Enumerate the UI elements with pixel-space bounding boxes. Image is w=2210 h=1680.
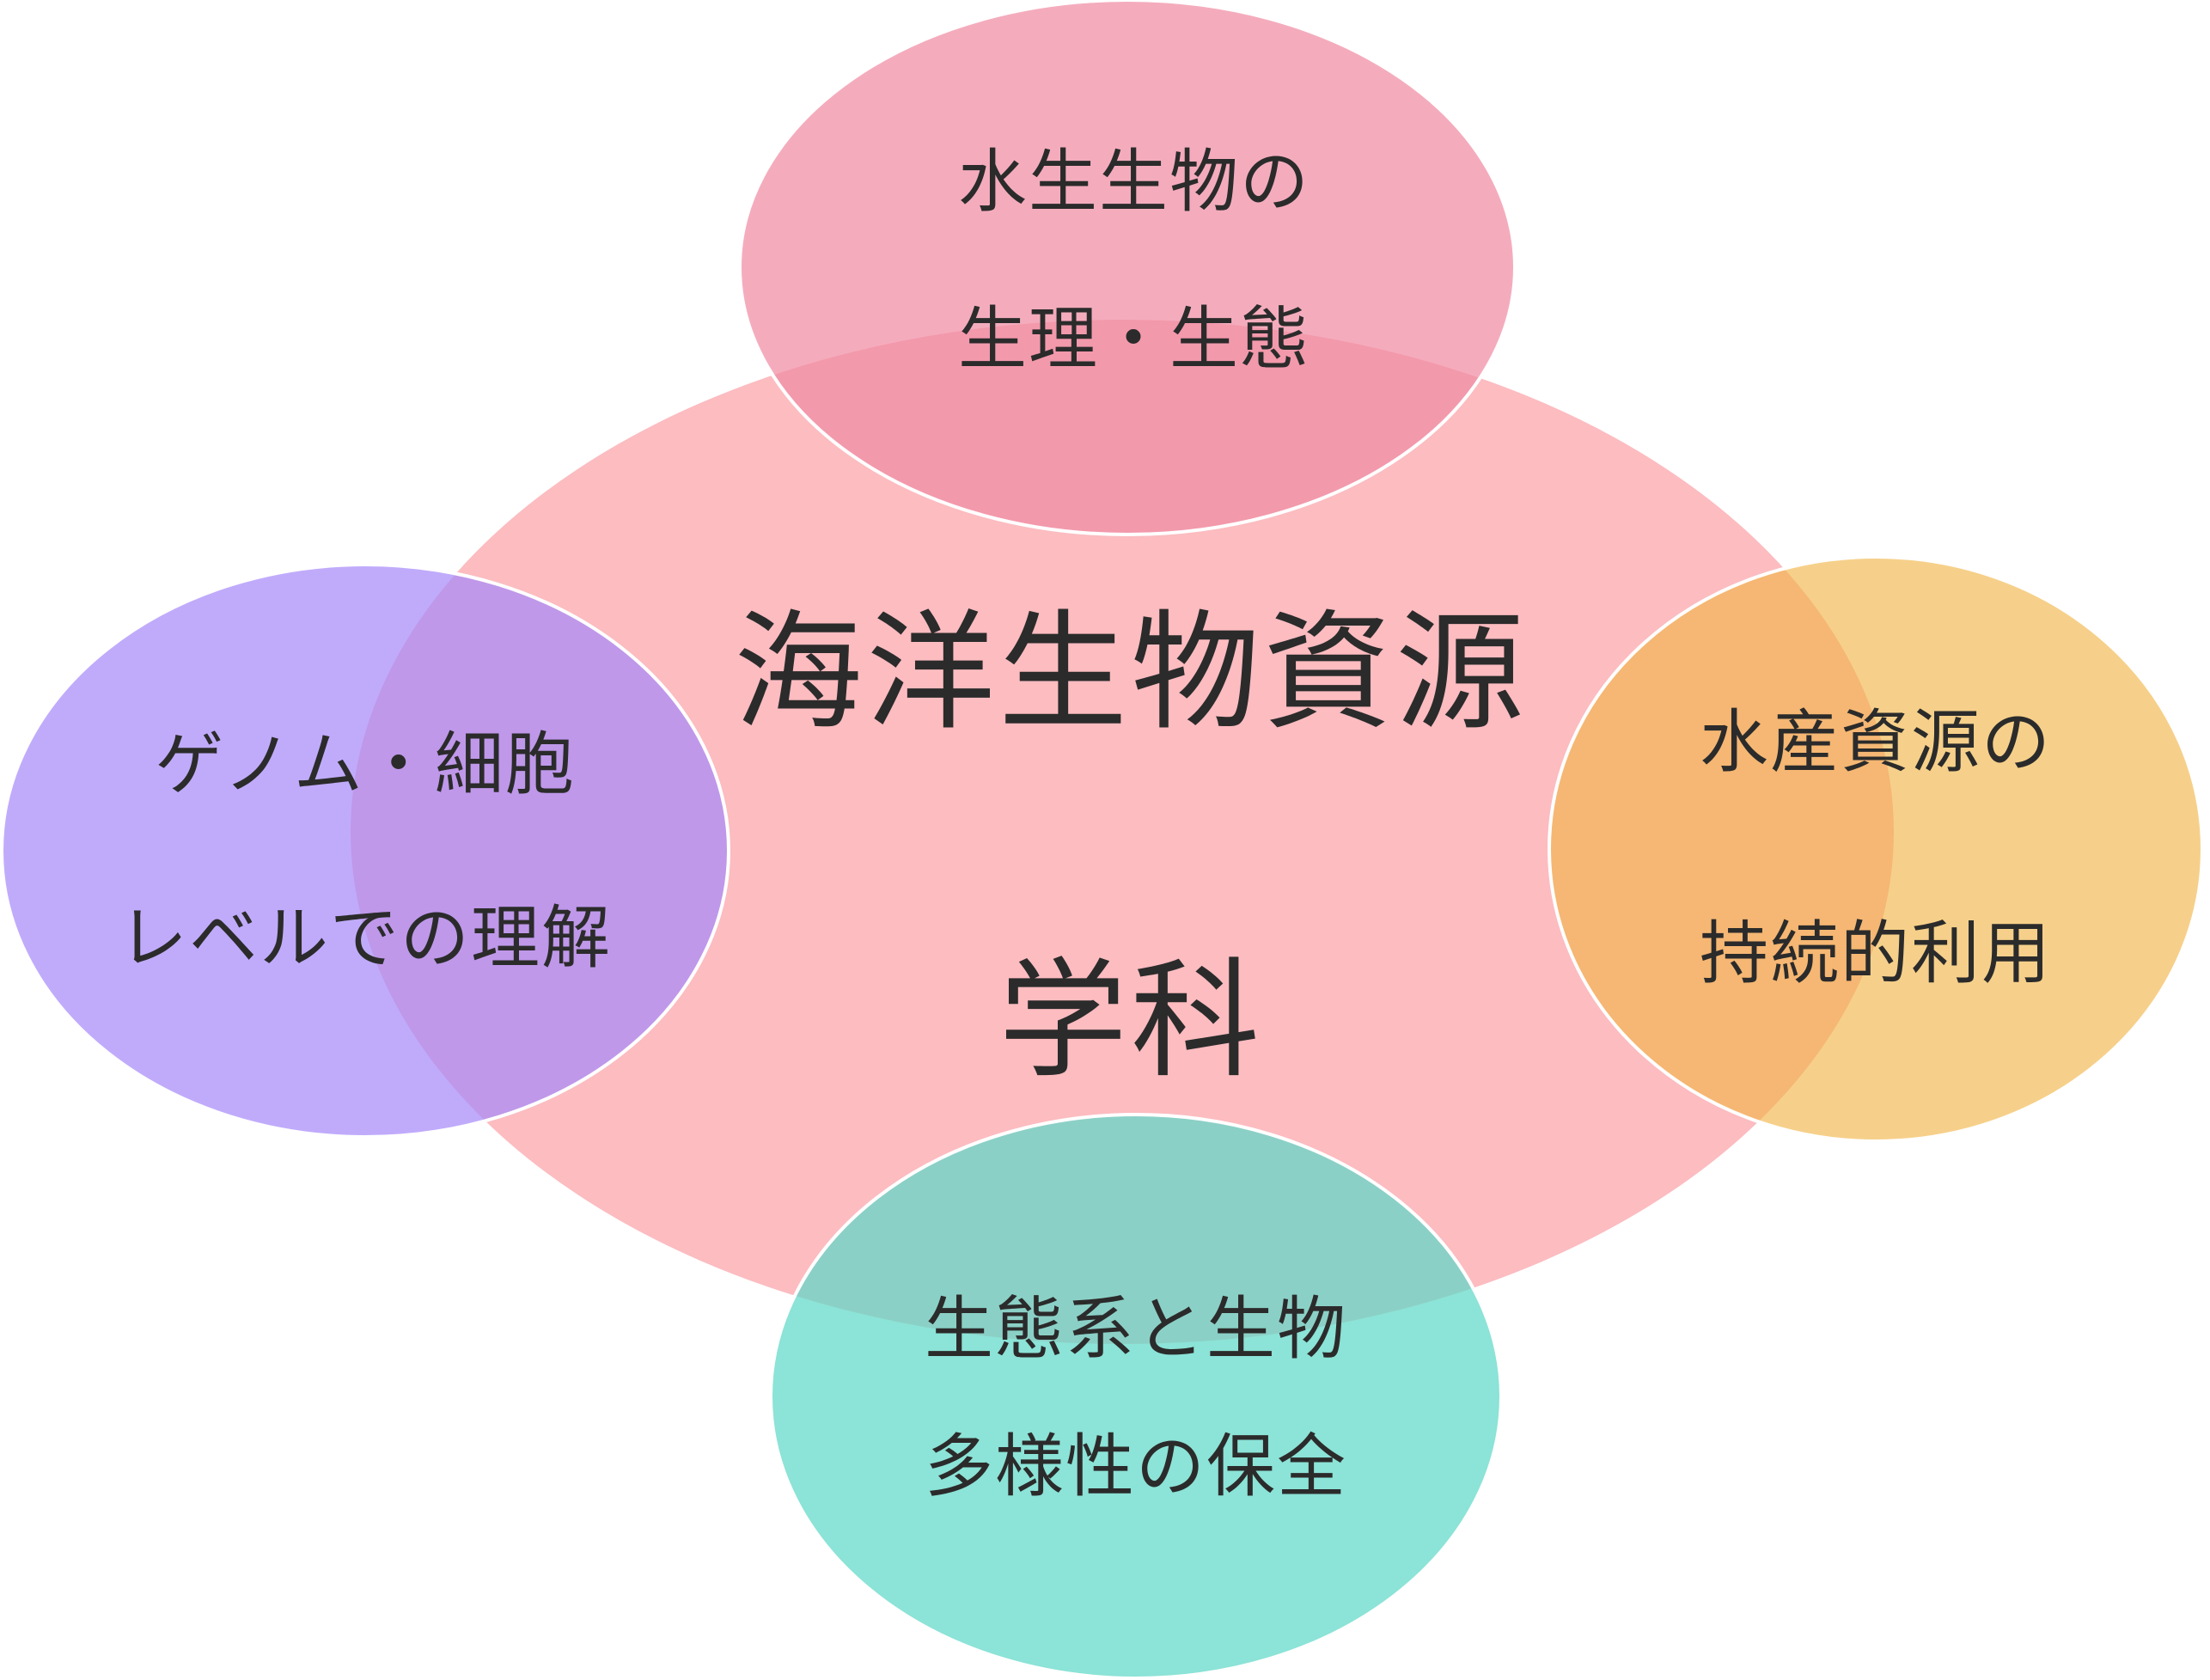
left-label-line1: ゲノム・細胞 [155, 724, 576, 804]
right-label-line1: 水産資源の [1700, 702, 2052, 782]
center-title-line2: 学科 [998, 946, 1264, 1097]
top-label-line1: 水生生物の [958, 142, 1310, 222]
bottom-label-line1: 生態系と生物 [925, 1289, 1347, 1369]
top-label-line2: 生理・生態 [958, 299, 1310, 379]
left-ellipse [0, 563, 730, 1139]
center-title-line1: 海洋生物資源 [733, 598, 1529, 748]
left-label-line2: レベルでの理解 [119, 898, 612, 978]
bottom-ellipse [769, 1113, 1503, 1680]
bottom-label-line2: 多様性の保全 [925, 1426, 1347, 1506]
right-ellipse [1548, 555, 2204, 1143]
top-ellipse [738, 0, 1517, 536]
right-label-line2: 持続的利用 [1700, 913, 2052, 993]
